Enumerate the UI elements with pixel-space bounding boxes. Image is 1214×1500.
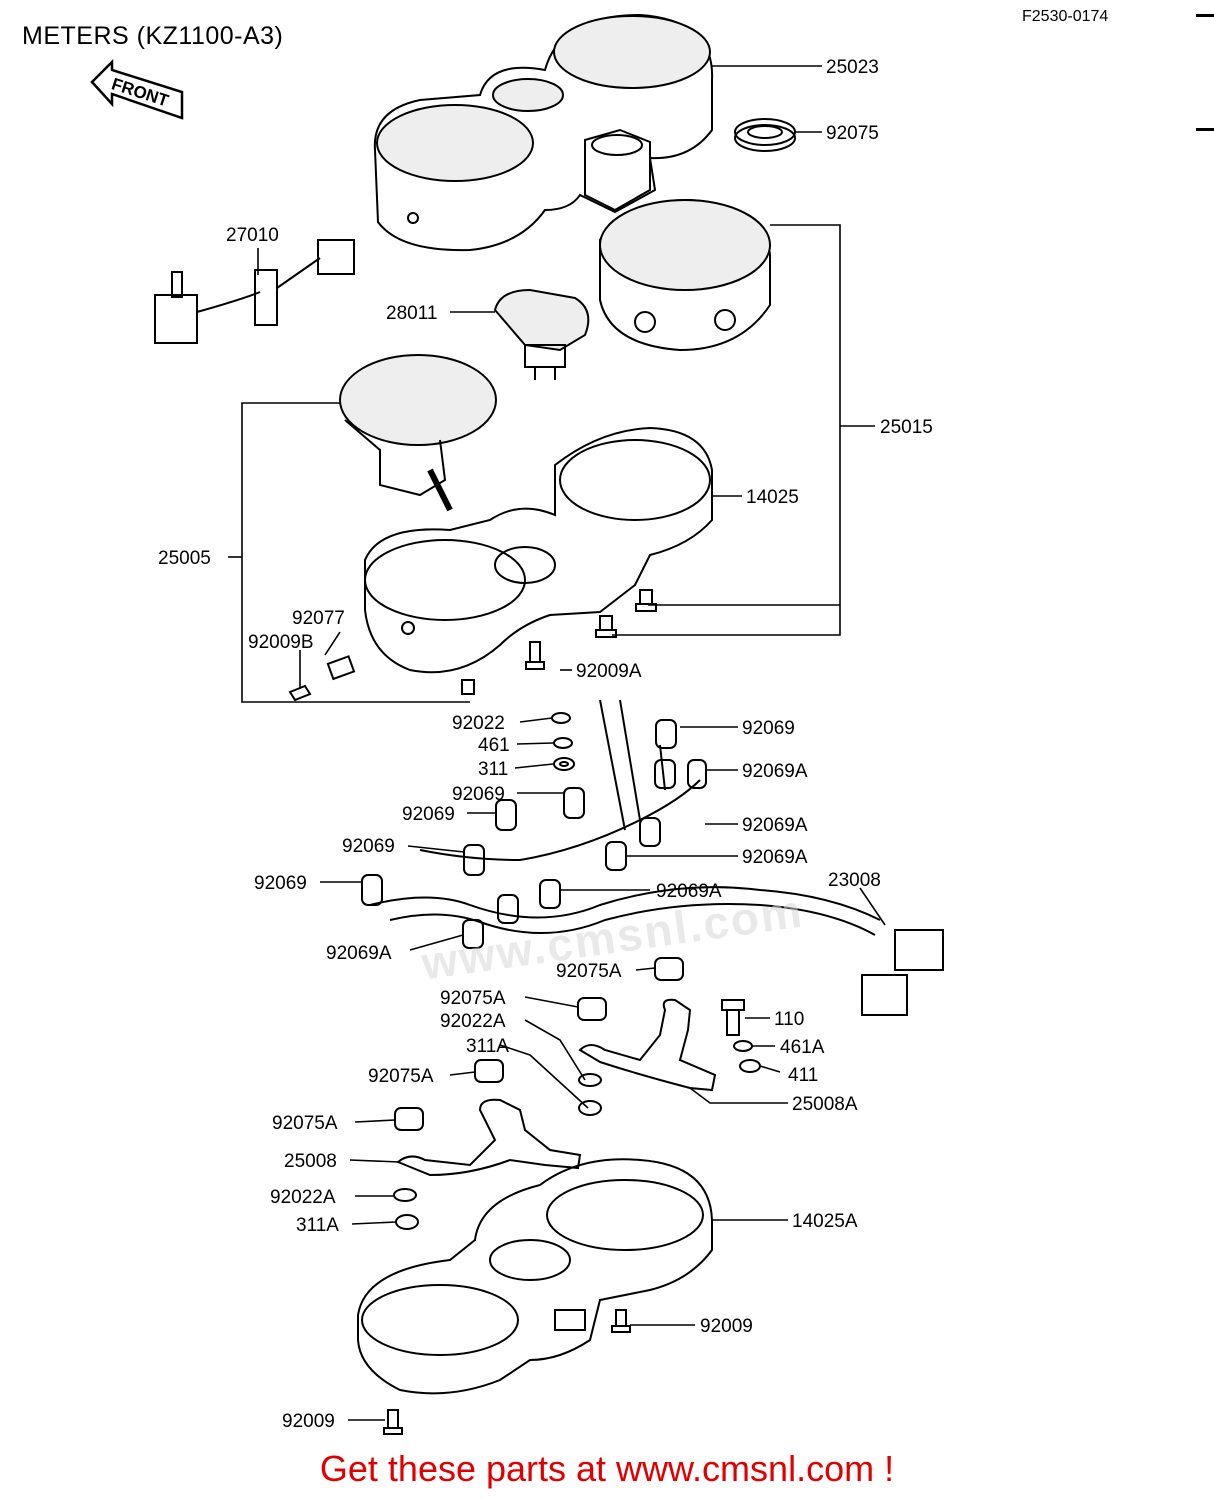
label-311A-2: 311A bbox=[296, 1215, 339, 1236]
label-92069-c3: 92069 bbox=[342, 836, 395, 857]
bracket-25008A[interactable] bbox=[578, 998, 717, 1092]
wire-harness-23008[interactable] bbox=[369, 699, 944, 1016]
nut-311[interactable] bbox=[553, 757, 575, 771]
label-461A: 461A bbox=[780, 1037, 825, 1058]
meter-cover-25023[interactable] bbox=[373, 13, 714, 252]
meter-case-14025[interactable] bbox=[364, 426, 713, 674]
washer-461A[interactable] bbox=[733, 1040, 753, 1052]
label-23008: 23008 bbox=[828, 870, 881, 891]
label-92075A-2: 92075A bbox=[440, 988, 506, 1009]
bulb-socket-92069[interactable] bbox=[361, 719, 707, 949]
label-92009B: 92009B bbox=[248, 632, 314, 653]
switch-27010[interactable] bbox=[154, 239, 355, 344]
label-311A-1: 311A bbox=[466, 1036, 509, 1057]
label-311: 311 bbox=[478, 759, 508, 780]
label-25005: 25005 bbox=[158, 548, 211, 569]
label-92069A-r1: 92069A bbox=[742, 761, 808, 782]
edge-tick-mark bbox=[1196, 14, 1214, 17]
label-92075A-1: 92075A bbox=[556, 961, 622, 982]
screw-92009[interactable] bbox=[383, 1309, 631, 1435]
edge-tick-mark bbox=[1196, 128, 1214, 131]
label-92009-1: 92009 bbox=[700, 1316, 753, 1337]
screw-92009B[interactable] bbox=[288, 684, 312, 702]
label-14025A: 14025A bbox=[792, 1211, 858, 1232]
front-arrow-icon: FRONT bbox=[90, 58, 184, 120]
label-28011: 28011 bbox=[386, 303, 437, 324]
tachometer-25015[interactable] bbox=[599, 198, 771, 352]
label-92069-r1: 92069 bbox=[742, 718, 795, 739]
label-25015: 25015 bbox=[880, 417, 933, 438]
leader-lines bbox=[228, 65, 886, 1421]
screw-14025-right-1[interactable] bbox=[635, 589, 657, 612]
bracket-25008[interactable] bbox=[396, 1098, 582, 1177]
page-title: METERS (KZ1100-A3) bbox=[22, 22, 284, 50]
washer-92022A[interactable] bbox=[393, 1073, 602, 1202]
part-labels: 25023 92075 27010 28011 25015 14025 2500… bbox=[158, 57, 933, 1432]
label-92069A-r2: 92069A bbox=[742, 815, 808, 836]
label-25008A: 25008A bbox=[792, 1094, 858, 1115]
label-92075A-3: 92075A bbox=[368, 1066, 434, 1087]
grommet-92075[interactable] bbox=[734, 118, 796, 152]
label-92069-c1: 92069 bbox=[452, 784, 505, 805]
label-92069A-r4: 92069A bbox=[656, 881, 722, 902]
label-92069-c2: 92069 bbox=[402, 804, 455, 825]
label-92075A-4: 92075A bbox=[272, 1113, 338, 1134]
label-92009-2: 92009 bbox=[282, 1411, 335, 1432]
lower-case-14025A[interactable] bbox=[357, 1158, 713, 1395]
washer-461[interactable] bbox=[553, 737, 573, 749]
label-92022A-2: 92022A bbox=[270, 1187, 336, 1208]
indicator-panel-28011[interactable] bbox=[493, 288, 590, 380]
label-110: 110 bbox=[774, 1009, 804, 1030]
speedometer-25005[interactable] bbox=[339, 354, 497, 512]
label-92069-c4: 92069 bbox=[254, 873, 307, 894]
label-411: 411 bbox=[788, 1065, 818, 1086]
promo-banner[interactable]: Get these parts at www.cmsnl.com ! bbox=[319, 1448, 895, 1489]
screw-92009A[interactable] bbox=[525, 641, 545, 670]
label-92075: 92075 bbox=[826, 123, 879, 144]
label-92022: 92022 bbox=[452, 713, 505, 734]
label-92069A-l: 92069A bbox=[326, 943, 392, 964]
label-461: 461 bbox=[478, 735, 510, 756]
diagram-code: F2530-0174 bbox=[1022, 8, 1109, 25]
washer-92022[interactable] bbox=[551, 712, 571, 724]
label-92022A-1: 92022A bbox=[440, 1011, 506, 1032]
screw-14025-right-2[interactable] bbox=[595, 615, 617, 638]
grommet-92075A[interactable] bbox=[394, 957, 684, 1131]
screw-case-lower[interactable] bbox=[461, 679, 475, 695]
spring-92077[interactable] bbox=[326, 655, 356, 681]
label-27010: 27010 bbox=[226, 225, 279, 246]
bolt-110[interactable] bbox=[721, 999, 745, 1036]
label-25008: 25008 bbox=[284, 1151, 337, 1172]
label-92009A: 92009A bbox=[576, 661, 642, 682]
label-92077: 92077 bbox=[292, 608, 345, 629]
label-25023: 25023 bbox=[826, 57, 879, 78]
nut-411[interactable] bbox=[739, 1059, 761, 1073]
label-14025: 14025 bbox=[746, 487, 799, 508]
label-92069A-r3: 92069A bbox=[742, 847, 808, 868]
